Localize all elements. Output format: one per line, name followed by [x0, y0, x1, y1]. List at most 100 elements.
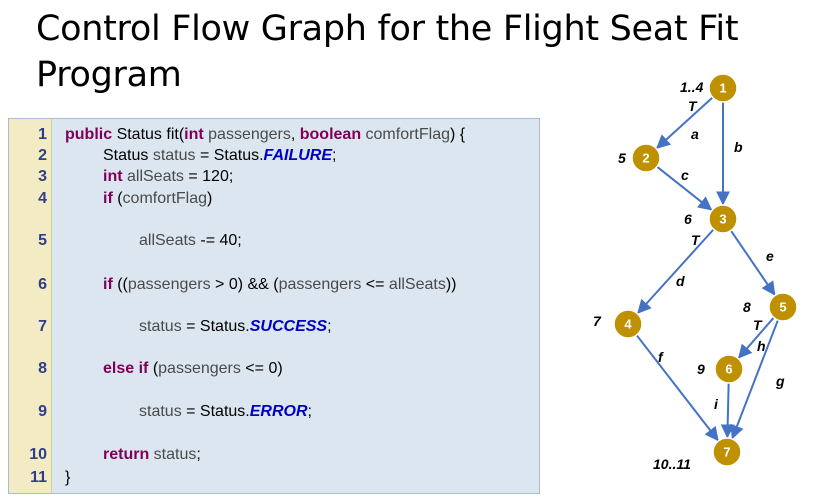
code-line: else if (passengers <= 0)	[103, 360, 283, 378]
code-line: int allSeats = 120;	[103, 168, 233, 186]
edge-label: c	[681, 167, 689, 183]
code-token: = Status.	[181, 318, 250, 335]
node-5	[768, 292, 798, 322]
node-3	[708, 204, 738, 234]
code-line: Status status = Status.FAILURE;	[103, 147, 336, 165]
node-id: 3	[719, 212, 726, 227]
node-id: 2	[642, 151, 649, 166]
code-line: return status;	[103, 446, 201, 464]
true-branch-mark: T	[688, 98, 698, 114]
edge-label: b	[734, 139, 743, 155]
edge-g	[730, 319, 779, 440]
node-1	[708, 73, 738, 103]
code-token: public	[65, 126, 117, 143]
node-id: 6	[725, 362, 732, 377]
code-token: ))	[445, 276, 457, 293]
edge-d	[637, 228, 715, 314]
line-number: 7	[38, 318, 47, 335]
code-token: ,	[290, 126, 300, 143]
code-token: comfortFlag	[365, 126, 450, 143]
edge-label: h	[757, 338, 766, 354]
line-number: 3	[38, 168, 47, 185]
edge-e	[730, 230, 776, 296]
code-line: status = Status.ERROR;	[139, 403, 312, 421]
edge-a	[656, 96, 714, 149]
node-id: 4	[624, 317, 632, 332]
code-token: (	[117, 190, 123, 207]
code-line: if ((passengers > 0) && (passengers <= a…	[103, 276, 457, 294]
slide-title: Control Flow Graph for the Flight Seat F…	[36, 9, 739, 95]
node-id: 7	[723, 445, 730, 460]
node-line-label: 7	[593, 313, 602, 329]
code-token: Status fit(	[116, 126, 185, 143]
code-line: }	[65, 469, 70, 487]
node-id: 1	[719, 81, 726, 96]
line-number: 1	[38, 126, 47, 143]
code-token: = Status.	[195, 147, 264, 164]
code-line: status = Status.SUCCESS;	[139, 318, 332, 336]
node-line-label: 8	[743, 299, 751, 315]
code-token: <= 0)	[240, 360, 283, 377]
line-number: 11	[30, 469, 47, 486]
code-token: ) {	[450, 126, 466, 143]
code-token: allSeats	[127, 168, 184, 185]
code-token: ERROR	[249, 403, 308, 420]
code-token: return	[103, 446, 154, 463]
code-token: ;	[327, 318, 332, 335]
node-7	[712, 437, 742, 467]
line-number: 6	[38, 276, 47, 293]
line-number: 9	[38, 403, 47, 420]
code-token: ((	[117, 276, 128, 293]
code-token: ;	[196, 446, 201, 463]
code-token: passengers	[278, 276, 362, 293]
code-listing: 1 public Status fit(int passengers, boole…	[8, 118, 540, 494]
code-token: int	[184, 126, 209, 143]
edge-label: f	[658, 349, 664, 365]
code-token: > 0) && (	[210, 276, 279, 293]
edge-c	[656, 165, 713, 211]
node-id: 5	[779, 300, 786, 315]
code-token: if	[103, 190, 118, 207]
code-token: if	[103, 276, 118, 293]
code-token: (	[152, 360, 159, 377]
code-token: )	[207, 190, 213, 207]
code-token: allSeats	[139, 232, 196, 249]
code-token: status	[152, 147, 196, 164]
node-line-label: 9	[697, 361, 705, 377]
code-token: else if	[103, 360, 153, 377]
code-token: -= 40;	[195, 232, 242, 249]
code-token: status	[139, 318, 182, 335]
code-token: = 120;	[183, 168, 234, 185]
code-token: passengers	[158, 360, 241, 377]
code-token: SUCCESS	[249, 318, 328, 335]
code-token: passengers	[208, 126, 291, 143]
edge-label: i	[714, 396, 719, 412]
code-token: <=	[361, 276, 389, 293]
line-number: 10	[29, 446, 47, 463]
line-number: 8	[38, 360, 47, 377]
line-number-gutter	[9, 119, 52, 493]
code-token: comfortFlag	[122, 190, 208, 207]
node-6	[714, 354, 744, 384]
node-line-label: 6	[684, 211, 692, 227]
node-4	[613, 309, 643, 339]
line-number: 4	[38, 190, 47, 207]
edge-label: g	[775, 373, 785, 389]
code-token: = Status.	[181, 403, 250, 420]
code-token: allSeats	[388, 276, 446, 293]
edge-label: a	[691, 126, 699, 142]
code-token: ;	[307, 403, 312, 420]
true-branch-mark: T	[691, 232, 701, 248]
code-token: boolean	[299, 126, 366, 143]
true-branch-mark: T	[753, 317, 763, 333]
node-2	[631, 143, 661, 173]
edge-f	[635, 334, 719, 442]
code-token: status	[153, 446, 197, 463]
code-line: public Status fit(int passengers, boolea…	[65, 126, 465, 144]
code-line: allSeats -= 40;	[139, 232, 242, 250]
code-token: status	[139, 403, 182, 420]
edge-h	[737, 316, 775, 359]
